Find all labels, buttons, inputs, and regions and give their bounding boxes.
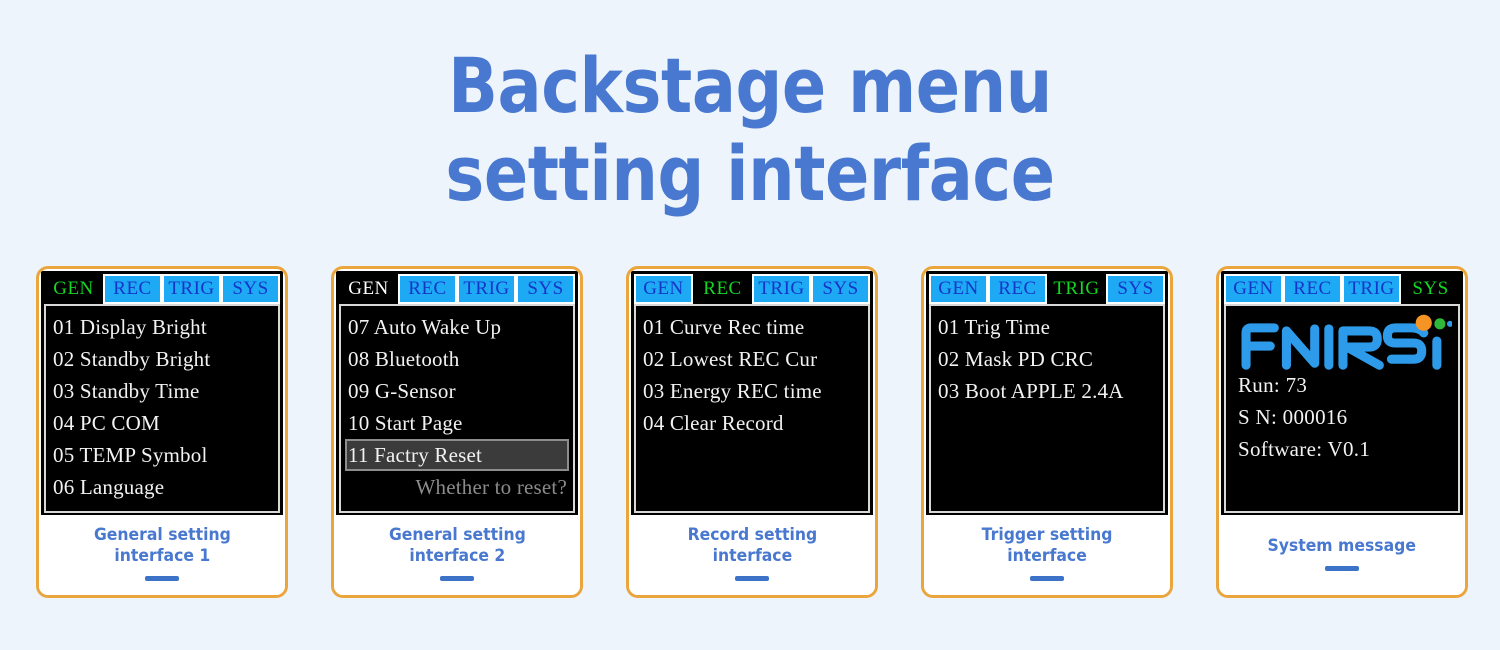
system-info-line: S N: 000016 <box>1238 405 1348 429</box>
menu-item[interactable]: 06 Language <box>53 475 165 499</box>
menu-item[interactable]: 03 Standby Time <box>53 379 200 403</box>
tab-rec[interactable]: REC <box>398 274 457 304</box>
caption-line-2: interface 1 <box>114 546 210 566</box>
caption-line-1: Record setting <box>687 525 817 545</box>
menu-list: 07 Auto Wake Up 08 Bluetooth 09 G-Sensor 10… <box>345 311 569 503</box>
tab-sys[interactable]: SYS <box>1106 274 1165 304</box>
screen-content: 01 Display Bright 02 Standby Bright 03 Sta… <box>44 304 280 513</box>
page-title-line-1: Backstage menu <box>448 41 1052 130</box>
menu-item[interactable]: 04 Clear Record <box>643 411 784 435</box>
fnirsi-logo-mark <box>1241 314 1452 370</box>
tab-trig[interactable]: TRIG <box>1342 274 1401 304</box>
caption-line-1: General setting <box>93 525 231 545</box>
screen-content: 07 Auto Wake Up 08 Bluetooth 09 G-Sensor 10… <box>339 304 575 513</box>
tab-gen[interactable]: GEN <box>44 274 103 304</box>
screen-content: 01 Curve Rec time 02 Lowest REC Cur 03 Ene… <box>634 304 870 513</box>
tab-rec[interactable]: REC <box>103 274 162 304</box>
caption-underline-bar <box>145 576 179 581</box>
menu-item[interactable]: 04 PC COM <box>53 411 160 435</box>
menu-item[interactable]: 01 Curve Rec time <box>643 315 805 339</box>
page-title: Backstage menu setting interface <box>105 42 1395 218</box>
tab-sys[interactable]: SYS <box>1401 274 1460 304</box>
tab-sys[interactable]: SYS <box>516 274 575 304</box>
menu-item[interactable]: 02 Mask PD CRC <box>938 347 1094 371</box>
card-caption: System message <box>1219 515 1465 595</box>
system-info-line: Run: 73 <box>1238 373 1308 397</box>
tab-trig[interactable]: TRIG <box>1047 274 1106 304</box>
menu-item[interactable]: 09 G-Sensor <box>348 379 456 403</box>
caption-underline-bar <box>440 576 474 581</box>
menu-list: 01 Display Bright 02 Standby Bright 03 Sta… <box>50 311 274 503</box>
confirm-prompt: Whether to reset? <box>415 475 567 499</box>
menu-list: 01 Trig Time 02 Mask PD CRC 03 Boot APPLE … <box>935 311 1159 407</box>
menu-item[interactable]: 01 Display Bright <box>53 315 207 339</box>
caption-underline-bar <box>1030 576 1064 581</box>
menu-item[interactable]: 01 Trig Time <box>938 315 1051 339</box>
menu-list: 01 Curve Rec time 02 Lowest REC Cur 03 Ene… <box>640 311 864 439</box>
menu-item[interactable]: 10 Start Page <box>348 411 463 435</box>
caption-line-1: Trigger setting <box>981 525 1113 545</box>
caption-line-2: interface 2 <box>409 546 505 566</box>
caption-underline-bar <box>735 576 769 581</box>
caption-line-1: General setting <box>388 525 526 545</box>
tab-trig[interactable]: TRIG <box>752 274 811 304</box>
tab-sys[interactable]: SYS <box>221 274 280 304</box>
tab-sys[interactable]: SYS <box>811 274 870 304</box>
tab-rec[interactable]: REC <box>988 274 1047 304</box>
screen-content: 01 Trig Time 02 Mask PD CRC 03 Boot APPLE … <box>929 304 1165 513</box>
menu-item[interactable]: 02 Lowest REC Cur <box>643 347 818 371</box>
tab-gen[interactable]: GEN <box>634 274 693 304</box>
system-info-line: Software: V0.1 <box>1238 437 1371 461</box>
tab-gen[interactable]: GEN <box>1224 274 1283 304</box>
menu-item[interactable]: 08 Bluetooth <box>348 347 460 371</box>
caption-text: System message <box>1268 536 1416 557</box>
tab-rec[interactable]: REC <box>1283 274 1342 304</box>
tab-gen[interactable]: GEN <box>929 274 988 304</box>
caption-line-1: System message <box>1267 535 1417 556</box>
caption-line-2: interface <box>1007 546 1087 566</box>
tab-trig[interactable]: TRIG <box>457 274 516 304</box>
caption-underline-bar <box>1325 565 1359 571</box>
brand-logo <box>1238 314 1452 370</box>
menu-item[interactable]: 03 Energy REC time <box>643 379 822 403</box>
page-title-line-2: setting interface <box>445 129 1055 218</box>
tab-rec[interactable]: REC <box>693 274 752 304</box>
menu-item[interactable]: 02 Standby Bright <box>53 347 211 371</box>
menu-item[interactable]: 05 TEMP Symbol <box>53 443 208 467</box>
tab-gen[interactable]: GEN <box>339 274 398 304</box>
menu-item[interactable]: 11 Factry Reset <box>345 439 569 471</box>
caption-line-2: interface <box>712 546 792 566</box>
menu-item[interactable]: 03 Boot APPLE 2.4A <box>938 379 1124 403</box>
tab-trig[interactable]: TRIG <box>162 274 221 304</box>
menu-item[interactable]: 07 Auto Wake Up <box>348 315 502 339</box>
